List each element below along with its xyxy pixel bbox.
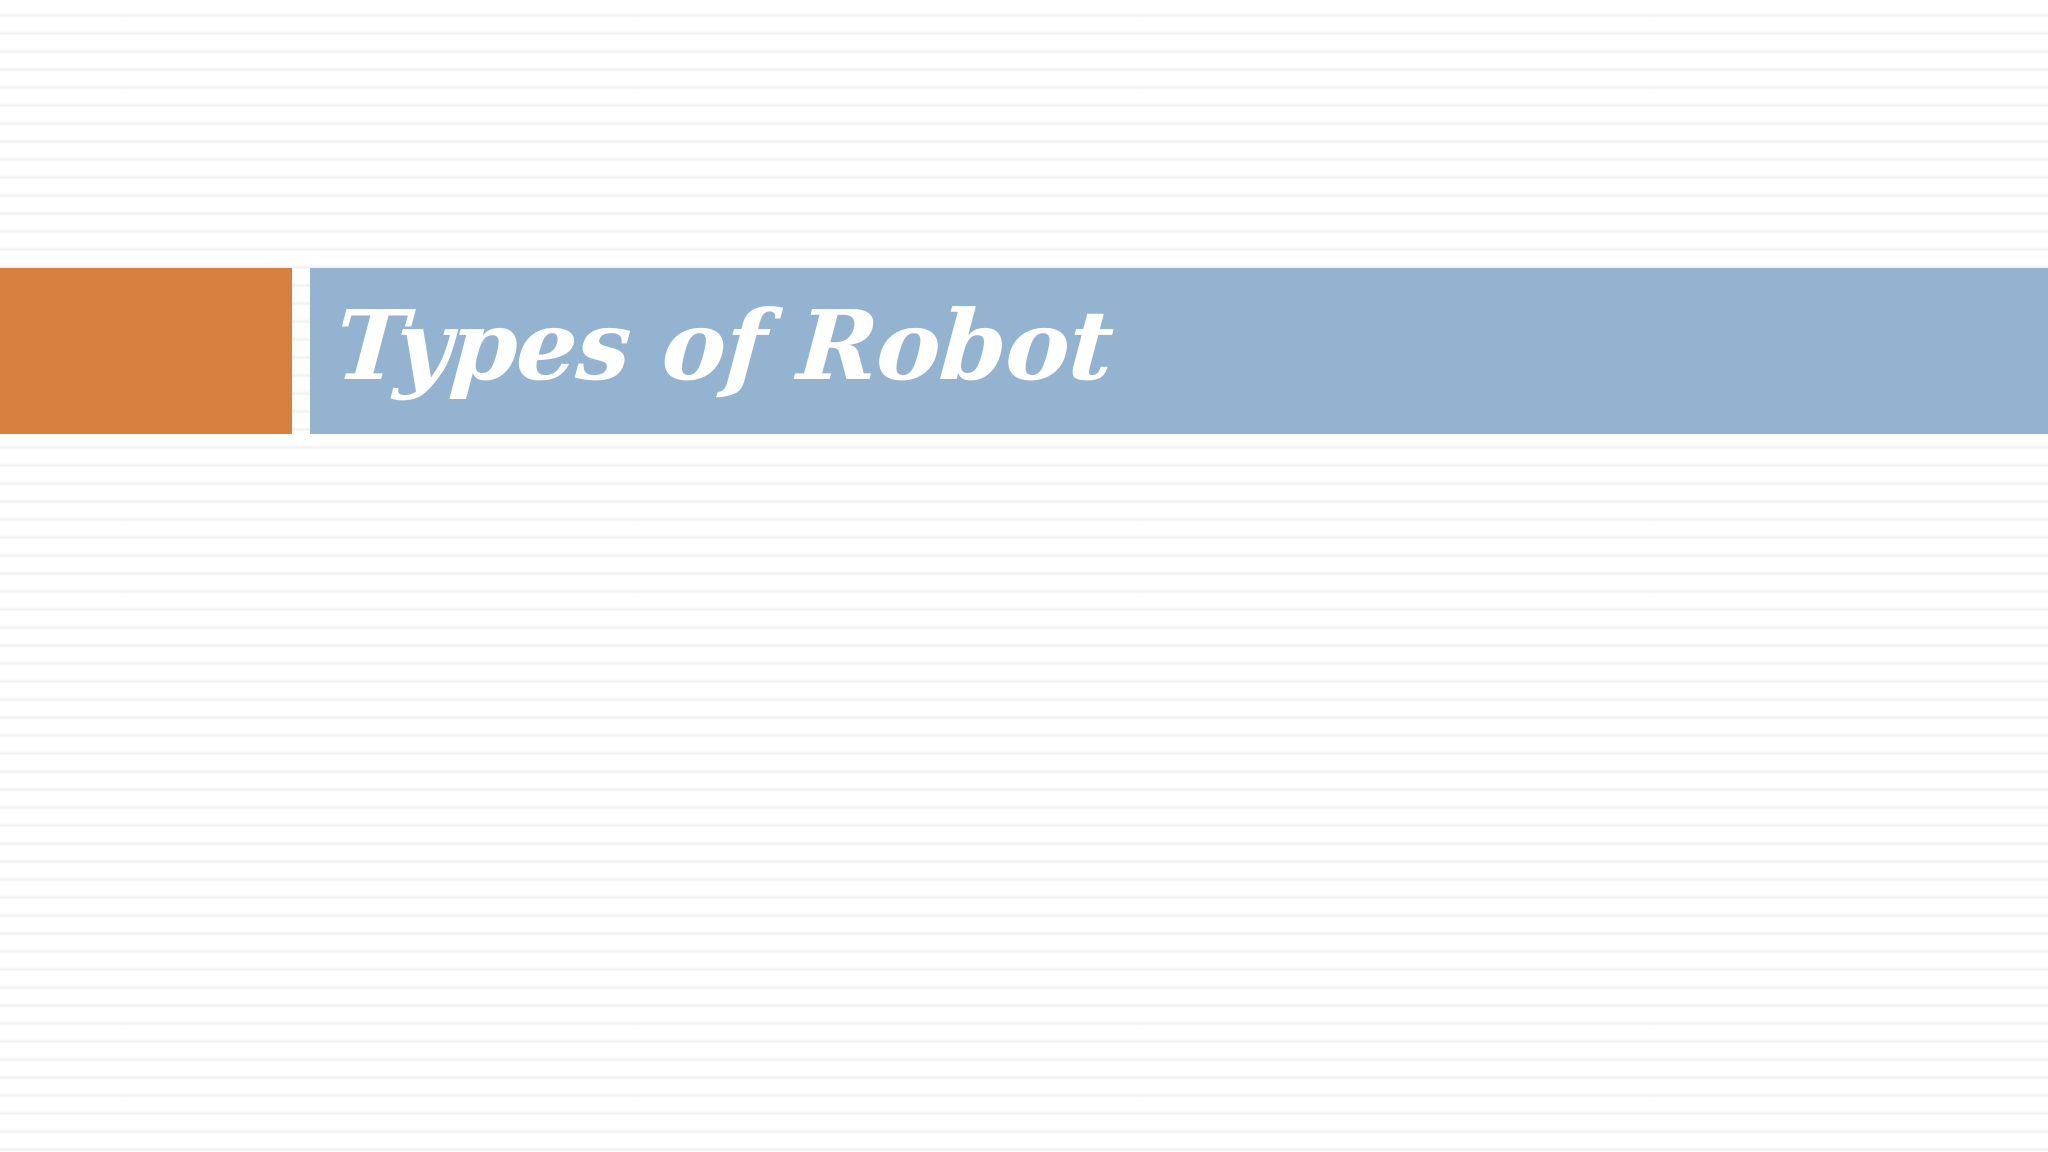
title-accent-block xyxy=(0,268,292,434)
title-bar: Types of Robot xyxy=(310,268,2048,434)
title-banner: Types of Robot xyxy=(0,268,2048,434)
slide-title: Types of Robot xyxy=(332,289,1117,402)
